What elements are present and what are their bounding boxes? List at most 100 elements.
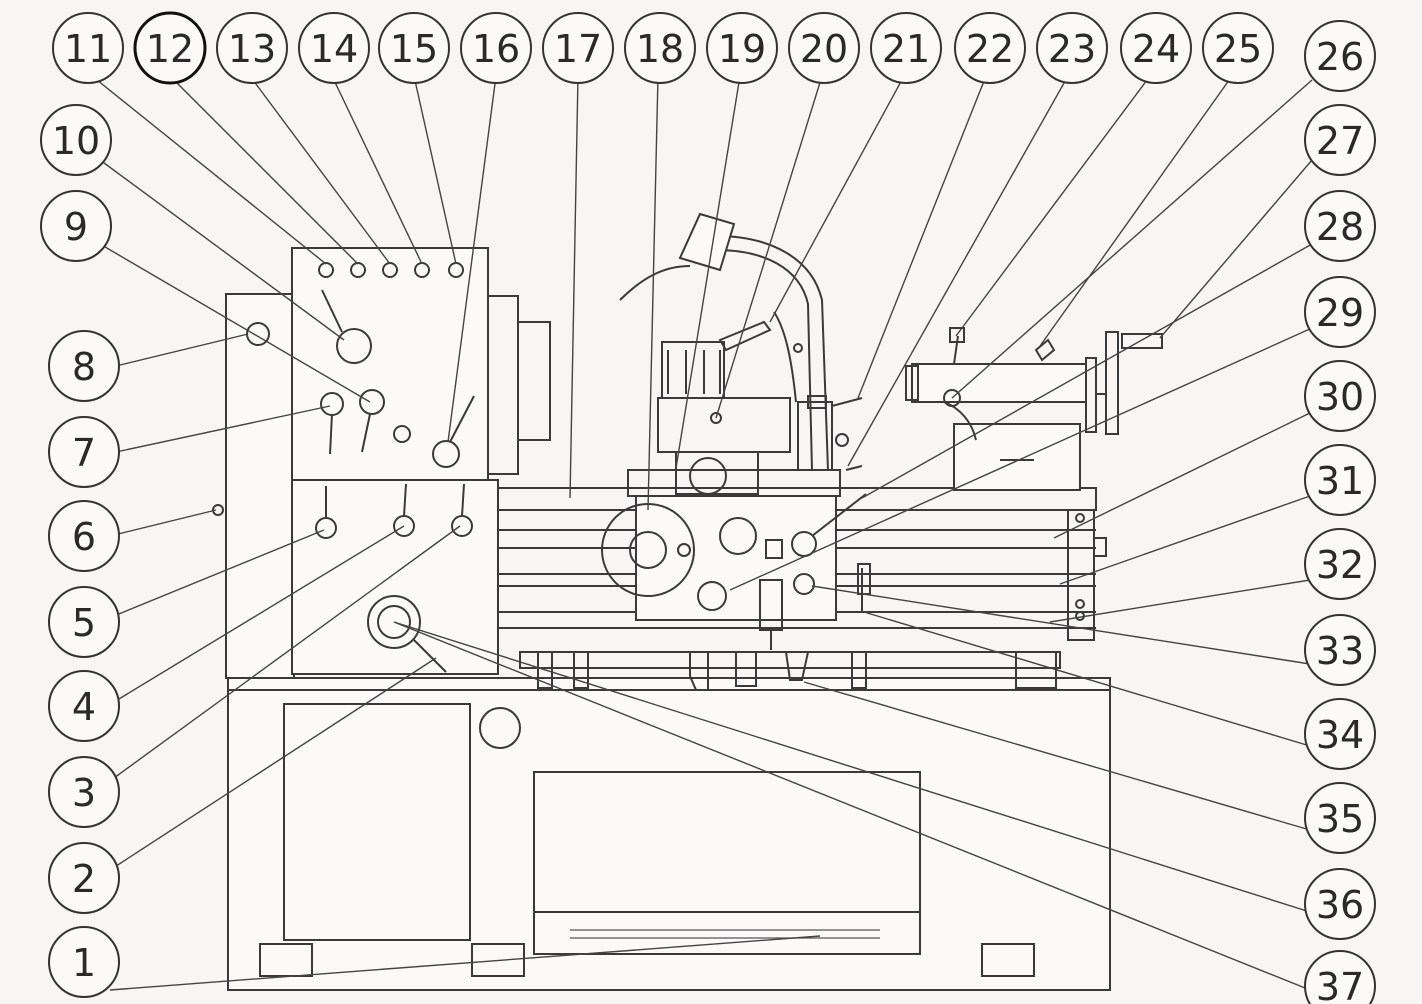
callout-label: 30 [1316, 375, 1364, 419]
callout-26: 26 [1304, 20, 1376, 92]
cross-slide [627, 469, 841, 497]
callout-13: 13 [216, 12, 288, 84]
callout-label: 37 [1316, 965, 1364, 1004]
callout-30: 30 [1304, 360, 1376, 432]
callout-circle [706, 12, 778, 84]
callout-19: 19 [706, 12, 778, 84]
callout-circle [40, 190, 112, 262]
callout-3: 3 [48, 756, 120, 828]
side-button [212, 504, 224, 516]
coolant-pipe [619, 265, 691, 301]
callout-label: 11 [64, 27, 112, 71]
callout-circle [48, 926, 120, 998]
tool-post-handle [718, 320, 772, 352]
leveling-foot [471, 943, 525, 977]
work-lamp-arm [715, 235, 829, 471]
callout-circle [1304, 868, 1376, 940]
callout-label: 2 [72, 857, 96, 901]
callout-27: 27 [1304, 104, 1376, 176]
callout-circle [1304, 950, 1376, 1004]
small-knob [393, 425, 411, 443]
callout-17: 17 [542, 12, 614, 84]
lever-knob [359, 389, 385, 415]
callout-16: 16 [460, 12, 532, 84]
carriage-apron [635, 495, 837, 621]
callout-5: 5 [48, 586, 120, 658]
callout-6: 6 [48, 500, 120, 572]
callout-circle [1304, 20, 1376, 92]
main-clutch-handwheel [367, 595, 421, 649]
saddle-dial-housing [675, 451, 759, 495]
callout-circle [48, 330, 120, 402]
callout-11: 11 [52, 12, 124, 84]
callout-31: 31 [1304, 444, 1376, 516]
lock-knob [835, 433, 849, 447]
base-round-cover [479, 707, 521, 749]
callout-circle [1304, 782, 1376, 854]
stop-collar [735, 651, 757, 687]
callout-18: 18 [624, 12, 696, 84]
callout-label: 10 [52, 119, 100, 163]
callout-circle [48, 586, 120, 658]
callout-circle [298, 12, 370, 84]
callout-circle [48, 842, 120, 914]
apron-dial [719, 517, 757, 555]
tool-post [661, 341, 725, 399]
callout-label: 21 [882, 27, 930, 71]
callout-circle [1202, 12, 1274, 84]
callout-1: 1 [48, 926, 120, 998]
leveling-foot [981, 943, 1035, 977]
callout-circle [52, 12, 124, 84]
callout-circle [1304, 698, 1376, 770]
callout-36: 36 [1304, 868, 1376, 940]
callout-circle [48, 500, 120, 572]
callout-label: 26 [1316, 35, 1364, 79]
callout-circle [48, 756, 120, 828]
stop-collar [689, 651, 709, 691]
callout-label: 22 [966, 27, 1014, 71]
callout-circle [1304, 104, 1376, 176]
tailstock-barrel [911, 363, 1087, 403]
callout-28: 28 [1304, 190, 1376, 262]
clamp-knob [793, 573, 815, 595]
callout-label: 5 [72, 601, 96, 645]
callout-circle [1304, 528, 1376, 600]
callout-circle [216, 12, 288, 84]
callout-label: 24 [1132, 27, 1180, 71]
longitudinal-slide [797, 401, 833, 471]
callout-37: 37 [1304, 950, 1376, 1004]
callout-label: 12 [146, 27, 194, 71]
callout-14: 14 [298, 12, 370, 84]
lock-screw [710, 412, 722, 424]
callout-label: 16 [472, 27, 520, 71]
callout-8: 8 [48, 330, 120, 402]
callout-label: 35 [1316, 797, 1364, 841]
stop-collar [784, 651, 810, 681]
callout-20: 20 [788, 12, 860, 84]
lathe-machine [212, 212, 1163, 991]
callout-label: 34 [1316, 713, 1364, 757]
callout-24: 24 [1120, 12, 1192, 84]
indicator-lamp [350, 262, 366, 278]
callout-2: 2 [48, 842, 120, 914]
coolant-valve [793, 343, 803, 353]
indicator-lamp [318, 262, 334, 278]
callout-21: 21 [870, 12, 942, 84]
tailstock-lock [943, 389, 961, 407]
callout-label: 15 [390, 27, 438, 71]
callout-circle [1304, 614, 1376, 686]
callout-circle [133, 11, 207, 85]
callout-label: 4 [72, 685, 96, 729]
rod-support [537, 651, 553, 689]
rod-support [851, 651, 867, 689]
callout-label: 27 [1316, 119, 1364, 163]
callout-label: 31 [1316, 459, 1364, 503]
callout-22: 22 [954, 12, 1026, 84]
callout-circle [378, 12, 450, 84]
callout-circle [1304, 360, 1376, 432]
callout-23: 23 [1036, 12, 1108, 84]
callout-label: 28 [1316, 205, 1364, 249]
callout-circle [1304, 276, 1376, 348]
callout-circle [788, 12, 860, 84]
